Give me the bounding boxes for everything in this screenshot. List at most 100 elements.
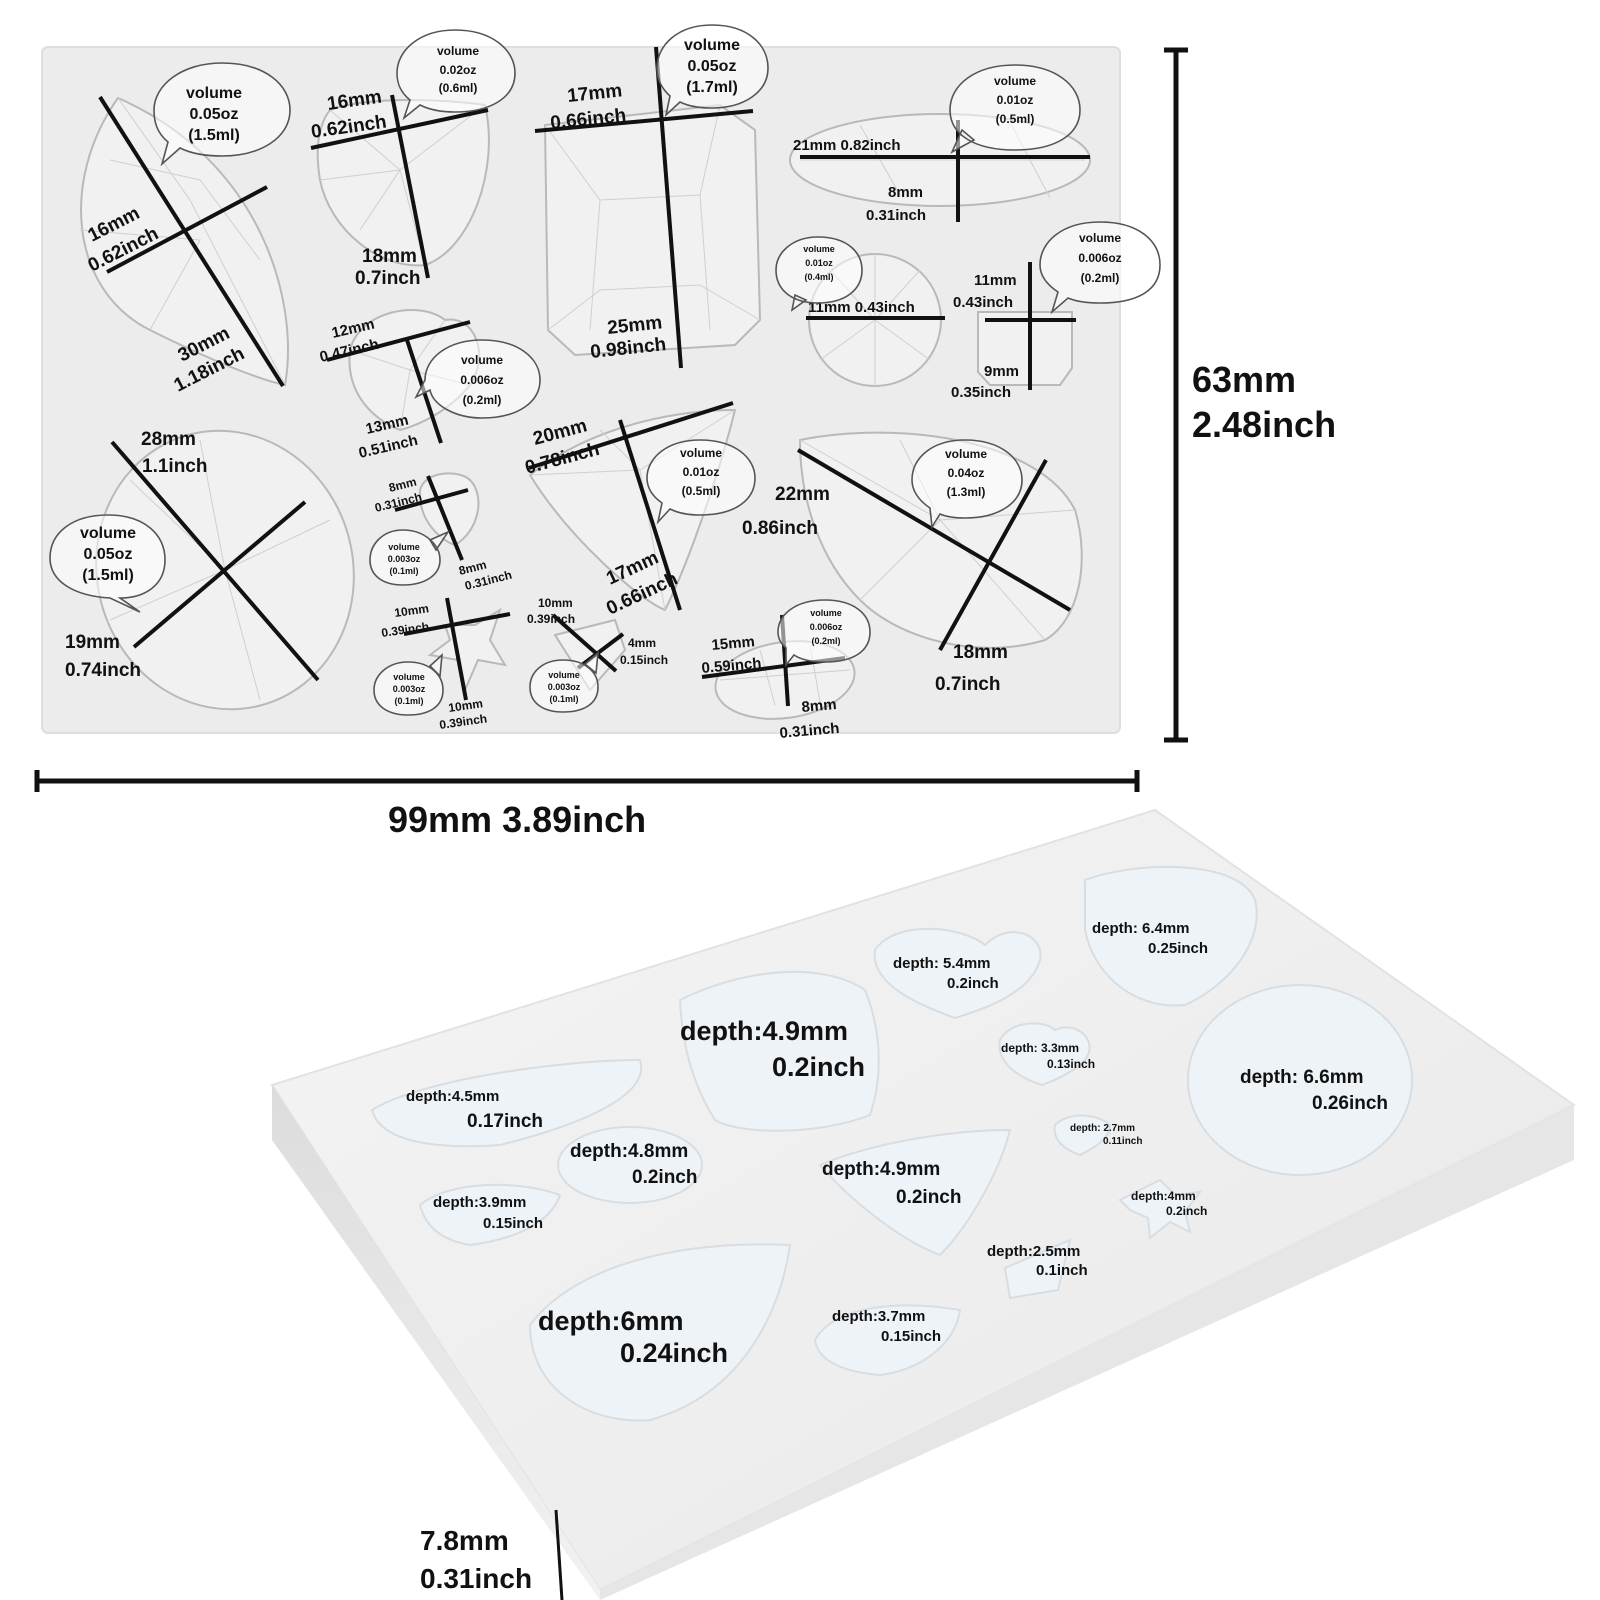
depth-round-mm: depth: 6.6mm <box>1240 1067 1364 1088</box>
cavity-oval-long: 21mm 0.82inch 8mm 0.31inch volume 0.01oz… <box>789 64 1091 224</box>
oval-long-dim2-mm: 8mm <box>888 184 923 201</box>
thickness-mm: 7.8mm <box>420 1525 509 1556</box>
teardrop-large-dim1-inch: 0.86inch <box>742 518 818 539</box>
oval-large-volume-label: volume <box>80 525 136 542</box>
depth-oval-long-mm: depth:4.5mm <box>406 1088 499 1105</box>
depth-triangle-inch: 0.2inch <box>896 1187 961 1208</box>
kite-small-dim1-mm: 10mm <box>538 596 573 610</box>
thickness-dimension: 7.8mm 0.31inch <box>420 1509 564 1600</box>
oval-long-dim2-inch: 0.31inch <box>866 207 926 224</box>
heart-small-volume-ml: (0.1ml) <box>389 566 418 576</box>
square-small-volume-ml: (0.2ml) <box>1081 271 1120 285</box>
rectangle-volume-oz: 0.05oz <box>688 58 737 75</box>
svg-text:10mm: 10mm <box>447 696 483 715</box>
oval-small-dim1-mm: 15mm <box>711 633 756 654</box>
heart-mid-volume-ml: (0.2ml) <box>463 393 502 407</box>
holes <box>370 865 1413 1422</box>
depth-heart-top-mm: depth: 5.4mm <box>893 955 991 972</box>
oval-long-volume-label: volume <box>994 74 1036 88</box>
square-small-volume-label: volume <box>1079 231 1121 245</box>
oval-small-dim2-mm: 8mm <box>801 696 837 716</box>
depth-star-mm: depth:4mm <box>1131 1189 1196 1203</box>
tray-left-side <box>272 1085 600 1600</box>
svg-text:8mm: 8mm <box>801 696 837 716</box>
cavity-oval-small: 15mm 0.59inch 8mm 0.31inch volume 0.006o… <box>701 599 871 742</box>
perspective-view: depth: 5.4mm 0.2inch depth: 6.4mm 0.25in… <box>270 808 1576 1600</box>
top-view: 16mm 0.62inch 30mm 1.18inch volume 0.05o… <box>34 24 1336 840</box>
star-dim2-inch: 0.39inch <box>438 711 488 732</box>
depth-heart-small-mm: depth: 2.7mm <box>1070 1123 1135 1134</box>
oval-small-volume-oz: 0.006oz <box>810 622 843 632</box>
square-small-dim1-inch: 0.43inch <box>953 294 1013 311</box>
triangle-volume-ml: (0.5ml) <box>682 484 721 498</box>
star-volume-ml: (0.1ml) <box>394 696 423 706</box>
kite-small-volume-oz: 0.003oz <box>548 682 581 692</box>
depth-kite-inch: 0.15inch <box>483 1215 543 1232</box>
teardrop-large-dim1-mm: 22mm <box>775 484 830 505</box>
teardrop-large-dim2-mm: 18mm <box>953 642 1008 663</box>
oval-small-volume-ml: (0.2ml) <box>811 636 840 646</box>
teardrop-top-dim2-inch: 0.7inch <box>355 268 420 289</box>
teardrop-large-volume-label: volume <box>945 447 987 461</box>
depth-teardrop-large-mm: depth:6mm <box>538 1306 684 1336</box>
oval-long-volume-oz: 0.01oz <box>997 93 1034 107</box>
heart-small-volume-oz: 0.003oz <box>388 554 421 564</box>
oval-small-dim1-inch: 0.59inch <box>701 655 762 677</box>
star-volume-oz: 0.003oz <box>393 684 426 694</box>
teardrop-top-volume-label: volume <box>437 44 479 58</box>
svg-text:8mm: 8mm <box>457 558 488 578</box>
marquise-volume-oz: 0.05oz <box>190 106 239 123</box>
triangle-volume-label: volume <box>680 446 722 460</box>
round-small-volume-ml: (0.4ml) <box>804 272 833 282</box>
oval-large-volume-oz: 0.05oz <box>84 546 133 563</box>
height-dimension: 63mm 2.48inch <box>1164 47 1336 743</box>
kite-small-dim1-inch: 0.39inch <box>527 612 575 626</box>
cavity-oval-large: 28mm 1.1inch 19mm 0.74inch volume 0.05oz… <box>49 429 355 711</box>
cavity-rectangle: 17mm 0.66inch 25mm 0.98inch volume 0.05o… <box>534 24 769 369</box>
heart-small-dim2-mm: 8mm <box>457 558 488 578</box>
oval-large-dim1-mm: 28mm <box>141 429 196 450</box>
teardrop-top-volume-ml: (0.6ml) <box>439 81 478 95</box>
depth-kite-mm: depth:3.9mm <box>433 1194 526 1211</box>
kite-small-dim2-inch: 0.15inch <box>620 653 668 667</box>
oval-large-dim2-inch: 0.74inch <box>65 660 141 681</box>
depth-heart-small-inch: 0.11inch <box>1103 1136 1142 1147</box>
teardrop-top-dim2-mm: 18mm <box>362 246 417 267</box>
depth-oval-long-inch: 0.17inch <box>467 1111 543 1132</box>
triangle-volume-oz: 0.01oz <box>683 465 720 479</box>
round-small-dim1: 11mm 0.43inch <box>808 299 915 316</box>
cavity-marquise: 16mm 0.62inch 30mm 1.18inch volume 0.05o… <box>79 62 291 396</box>
depth-triangle-mm: depth:4.9mm <box>822 1159 940 1180</box>
heart-small-dim1-mm: 8mm <box>387 475 418 495</box>
height-inch: 2.48inch <box>1192 404 1336 445</box>
oval-small-volume-label: volume <box>810 608 842 618</box>
width-dimension: 99mm 3.89inch <box>34 770 1140 840</box>
oval-small-dim2-inch: 0.31inch <box>779 720 840 742</box>
depth-oval-small-mm: depth:3.7mm <box>832 1308 925 1325</box>
star-volume-label: volume <box>393 672 425 682</box>
teardrop-large-volume-ml: (1.3ml) <box>947 485 986 499</box>
depth-small-kite-mm: depth:2.5mm <box>987 1243 1080 1260</box>
square-small-dim2-inch: 0.35inch <box>951 384 1011 401</box>
depth-rectangle-inch: 0.2inch <box>772 1052 865 1082</box>
width-label: 99mm 3.89inch <box>388 799 646 840</box>
depth-teardrop-right-inch: 0.25inch <box>1148 940 1208 957</box>
teardrop-large-dim2-inch: 0.7inch <box>935 674 1000 695</box>
depth-teardrop-right-mm: depth: 6.4mm <box>1092 920 1190 937</box>
tray-front-side <box>600 1105 1574 1600</box>
cavity-kite-small: 10mm 0.39inch 4mm 0.15inch volume 0.003o… <box>527 596 668 713</box>
depth-round-inch: 0.26inch <box>1312 1093 1388 1114</box>
cavity-heart-mid: 12mm 0.47inch 13mm 0.51inch volume 0.006… <box>318 309 541 462</box>
marquise-volume-label: volume <box>186 85 242 102</box>
kite-small-dim2-mm: 4mm <box>628 636 656 650</box>
cavity-square-small: 11mm 0.43inch 9mm 0.35inch volume 0.006o… <box>951 221 1161 401</box>
marquise-volume-ml: (1.5ml) <box>188 127 240 144</box>
depth-oval-mid-mm: depth:4.8mm <box>570 1141 688 1162</box>
height-mm: 63mm <box>1192 359 1296 400</box>
cavity-round-small: 11mm 0.43inch volume 0.01oz (0.4ml) <box>775 236 945 387</box>
depth-teardrop-large-inch: 0.24inch <box>620 1338 728 1368</box>
heart-mid-volume-oz: 0.006oz <box>460 373 503 387</box>
depth-heart-top-inch: 0.2inch <box>947 975 999 992</box>
depth-rectangle-mm: depth:4.9mm <box>680 1016 848 1046</box>
teardrop-top-volume-oz: 0.02oz <box>440 63 477 77</box>
